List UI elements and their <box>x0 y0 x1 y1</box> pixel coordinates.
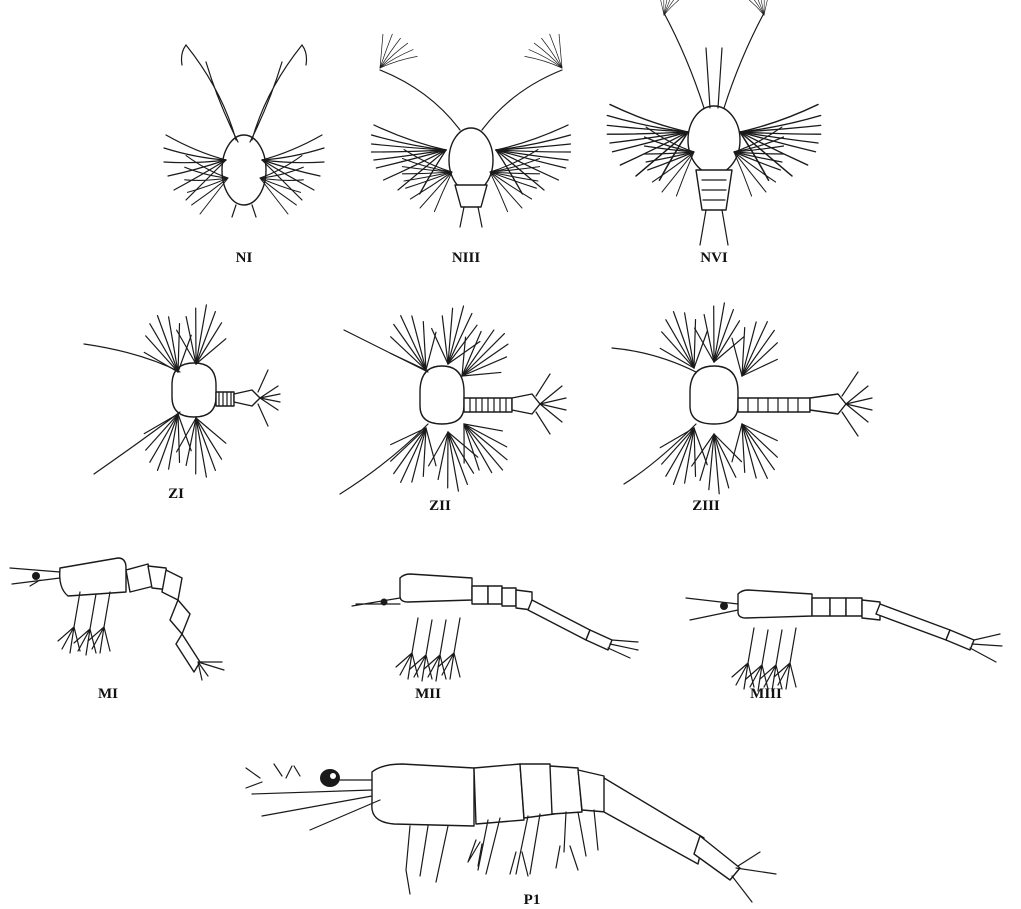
postlarva-stage-1-figure <box>246 764 776 902</box>
label-zi: ZI <box>168 486 184 502</box>
zoea-stage-1-figure <box>84 301 280 482</box>
mysis-stage-1-figure <box>10 558 224 680</box>
zoea-stage-3-figure <box>612 299 872 496</box>
zoea-stage-2-figure <box>340 300 566 496</box>
nauplius-stage-1-figure <box>164 45 324 217</box>
label-mi: MI <box>98 686 118 702</box>
nauplius-stage-3-figure <box>365 26 578 227</box>
label-nvi: NVI <box>700 250 728 266</box>
label-ziii: ZIII <box>692 498 720 514</box>
label-mii: MII <box>415 686 441 702</box>
label-zii: ZII <box>429 498 451 514</box>
mysis-stage-3-figure <box>686 590 1002 691</box>
label-niii: NIII <box>452 250 481 266</box>
label-p1: P1 <box>524 892 541 908</box>
nauplius-stage-6-figure <box>607 0 820 245</box>
label-miii: MIII <box>750 686 782 702</box>
mysis-stage-2-figure <box>352 574 638 681</box>
label-ni: NI <box>236 250 253 266</box>
